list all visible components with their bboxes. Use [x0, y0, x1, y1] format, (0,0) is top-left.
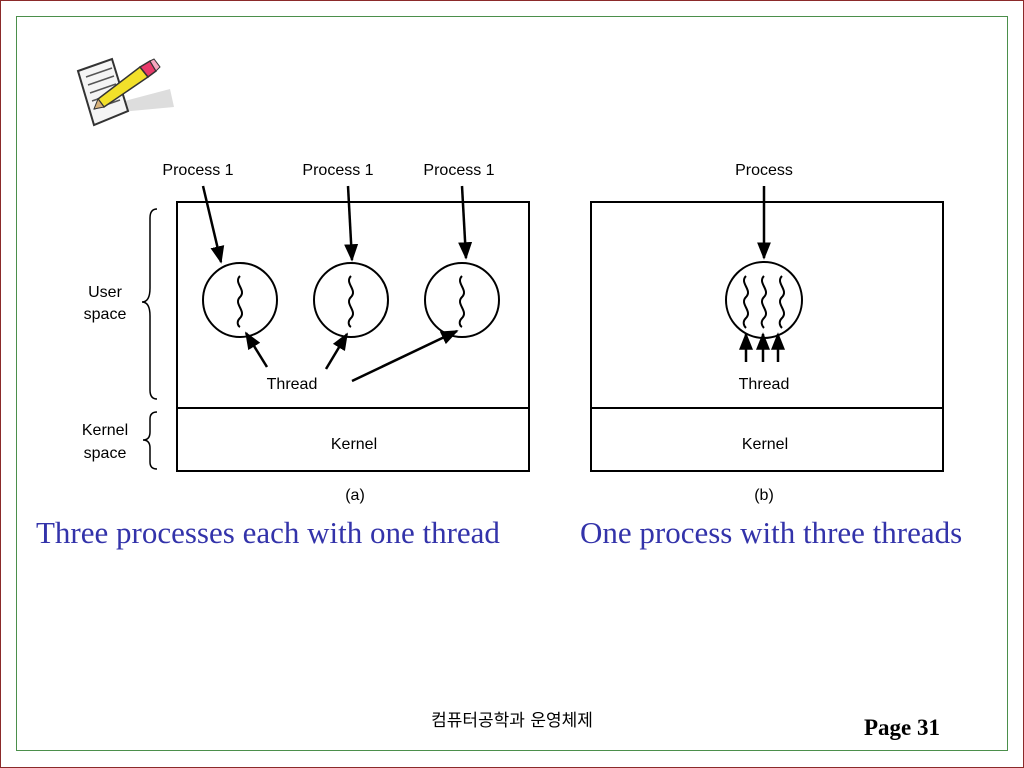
thread-1: [236, 275, 243, 328]
kernel-space-label-line2: space: [84, 445, 127, 462]
thread-b-3: [778, 275, 785, 329]
thread-2: [347, 275, 354, 328]
process-arrow-3: [458, 185, 473, 260]
panel-b-tag: (b): [754, 487, 774, 504]
user-space-label-line2: space: [84, 306, 127, 323]
kernel-label-a: Kernel: [331, 436, 377, 453]
process-circle-1: [202, 262, 278, 338]
thread-label-b: Thread: [739, 376, 790, 393]
caption-a: Three processes each with one thread: [36, 515, 500, 550]
thread-b-2: [760, 275, 767, 329]
kernel-label-b: Kernel: [742, 436, 788, 453]
page-number: Page 31: [864, 715, 941, 740]
process-label-b: Process: [735, 162, 793, 179]
process-arrow-2: [344, 185, 359, 262]
thread-b-1: [742, 275, 749, 329]
process-circle-3: [424, 262, 500, 338]
thread-arrow-3: [351, 329, 459, 383]
process-label-1: Process 1: [162, 162, 233, 179]
kernel-space-brace: [142, 411, 158, 470]
inner-border: [16, 16, 1008, 751]
caption-b: One process with three threads: [580, 515, 963, 550]
process-circle-2: [313, 262, 389, 338]
kernel-box-b: [590, 407, 944, 472]
footer-department: 컴퓨터공학과 운영체제: [431, 711, 593, 731]
process-label-2: Process 1: [302, 162, 373, 179]
panel-b: Process Thread Kernel (b): [590, 162, 944, 504]
thread-arrow-2: [324, 332, 349, 370]
process-label-3: Process 1: [423, 162, 494, 179]
panel-a-tag: (a): [345, 487, 365, 504]
thread-3: [458, 275, 465, 328]
kernel-box-a: [176, 407, 530, 472]
process-arrow-1: [201, 185, 225, 264]
thread-arrow-1: [244, 331, 269, 368]
notepad-pencil-icon: [76, 57, 174, 127]
thread-label-a: Thread: [267, 376, 318, 393]
user-space-brace: [141, 208, 158, 400]
user-space-box-a: [176, 201, 530, 409]
panel-a: Process 1 Process 1 Process 1 User space…: [82, 162, 530, 504]
user-space-label-line1: User: [88, 284, 122, 301]
kernel-space-label-line1: Kernel: [82, 422, 128, 439]
